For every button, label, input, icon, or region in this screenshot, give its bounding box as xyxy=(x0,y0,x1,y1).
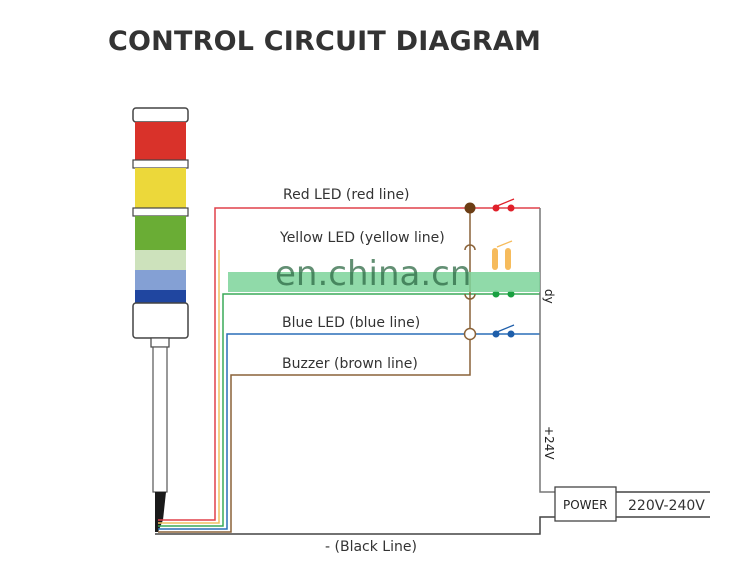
power-box xyxy=(554,486,617,522)
tower-layer-green xyxy=(135,216,186,250)
wire-plus-24v xyxy=(539,208,555,493)
label-blue-led: Blue LED (blue line) xyxy=(282,315,420,331)
label-relay-partial: dy xyxy=(542,289,556,304)
wire-blue xyxy=(158,333,540,530)
wire-brown xyxy=(158,208,471,533)
wire-yellow xyxy=(158,250,220,524)
label-plus-24v: +24V xyxy=(542,426,556,460)
ground-label: - (Black Line) xyxy=(325,539,417,555)
wire-green xyxy=(158,293,540,527)
wire-crossover-blue xyxy=(463,327,477,341)
watermark-text: en.china.cn xyxy=(275,254,471,294)
watermark-band xyxy=(228,272,540,292)
tower-light xyxy=(132,107,189,532)
switch-yellow xyxy=(492,240,513,270)
input-voltage-label: 220V-240V xyxy=(628,498,705,514)
tower-cap xyxy=(132,107,189,123)
tower-layer-yellow xyxy=(135,168,186,208)
switch-red xyxy=(492,198,515,212)
power-box-label: POWER xyxy=(563,498,607,512)
tower-separator xyxy=(132,207,189,217)
tower-layer-red xyxy=(135,122,186,160)
wire-red xyxy=(158,207,540,521)
tower-layer-blue-faded xyxy=(135,270,186,290)
wire-crossover-yellow xyxy=(464,244,476,251)
tower-neck xyxy=(150,337,170,348)
tower-pole xyxy=(152,346,168,493)
label-yellow-led: Yellow LED (yellow line) xyxy=(279,230,445,246)
switch-green xyxy=(492,290,515,298)
label-red-led: Red LED (red line) xyxy=(283,187,410,203)
tower-layer-blue xyxy=(135,290,186,303)
tower-base xyxy=(132,302,189,339)
wire-ground xyxy=(155,516,555,535)
junction-dot xyxy=(464,202,476,214)
cable-bundle xyxy=(155,492,166,532)
diagram-title: CONTROL CIRCUIT DIAGRAM xyxy=(108,26,542,57)
switch-blue xyxy=(492,324,515,338)
wire-crossover-green xyxy=(464,293,476,300)
tower-separator xyxy=(132,159,189,169)
tower-layer-green-faded xyxy=(135,250,186,270)
wires xyxy=(155,207,710,535)
label-buzzer: Buzzer (brown line) xyxy=(282,356,418,372)
